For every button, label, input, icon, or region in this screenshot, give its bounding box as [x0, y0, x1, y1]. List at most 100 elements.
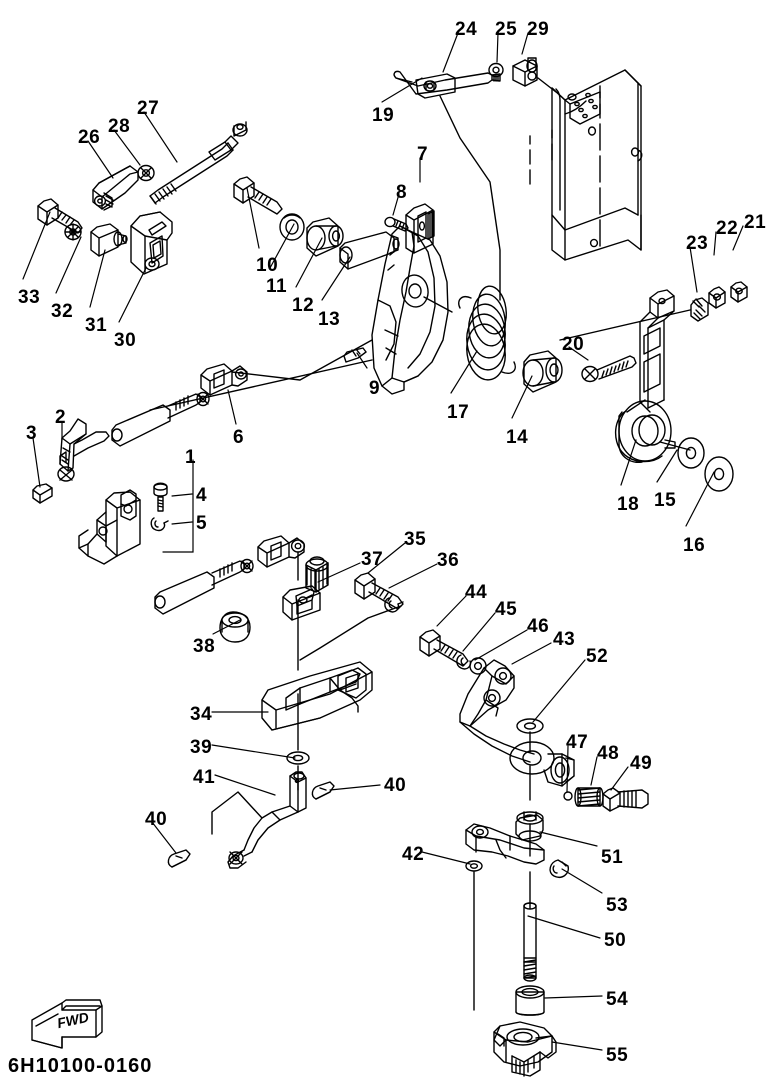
- part-6-rod-end-lower: [257, 535, 306, 568]
- callout-number-10: 10: [256, 255, 279, 276]
- callout-number-15: 15: [654, 490, 677, 511]
- callout-leader-13: [321, 256, 351, 301]
- part-30-bracket: [130, 211, 173, 275]
- callout-number-47: 47: [566, 732, 589, 753]
- callout-leader-50: [527, 915, 601, 939]
- part-34-lever-arm: [261, 661, 373, 731]
- callout-leader-28: [113, 129, 141, 166]
- part-25-nut: [488, 62, 504, 78]
- part-5-clip: [150, 517, 169, 532]
- part-21-collar: [730, 281, 748, 303]
- callout-leader-20: [568, 346, 589, 361]
- callout-number-51: 51: [601, 847, 624, 868]
- callout-leader-55: [551, 1041, 603, 1051]
- part-38-grommet: [219, 611, 251, 643]
- part-29-connector: [512, 57, 538, 87]
- callout-number-32: 32: [51, 301, 74, 322]
- callout-leader-39: [211, 744, 296, 759]
- part-1-main-bracket: [78, 489, 141, 565]
- callout-number-19: 19: [372, 105, 395, 126]
- callout-number-27: 27: [137, 98, 160, 119]
- part-48-spring: [574, 787, 604, 807]
- callout-number-17: 17: [447, 402, 470, 423]
- callout-number-8: 8: [396, 182, 408, 203]
- callout-leader-54: [544, 995, 603, 999]
- part-13-spacer-pin: [339, 231, 400, 270]
- callout-number-34: 34: [190, 704, 213, 725]
- callout-leader-9: [356, 352, 368, 369]
- callout-leader-51: [539, 831, 598, 847]
- callout-leader-48: [590, 756, 598, 786]
- callout-number-29: 29: [527, 19, 550, 40]
- callout-leader-40b: [151, 821, 177, 854]
- callout-number-40b: 40: [145, 809, 168, 830]
- callout-leader-29: [521, 32, 529, 55]
- callout-leader-15: [656, 449, 678, 483]
- callout-number-52: 52: [586, 646, 609, 667]
- part-31-collar: [90, 223, 128, 257]
- callout-number-54: 54: [606, 989, 629, 1010]
- part-20-screw: [581, 355, 637, 383]
- callout-number-12: 12: [292, 295, 315, 316]
- part-18-cam-plate: [615, 289, 676, 463]
- part-17-throttle-cam-body: [371, 203, 449, 395]
- callout-leader-33: [22, 211, 51, 280]
- part-32-washer: [64, 223, 82, 241]
- callout-leader-17: [450, 350, 478, 394]
- part-43-bell-crank: [459, 659, 575, 787]
- callout-number-5: 5: [196, 513, 208, 534]
- callout-number-42: 42: [402, 844, 425, 865]
- part-4-screw: [153, 482, 168, 512]
- part-11-washer: [279, 213, 305, 241]
- callout-number-4: 4: [196, 485, 208, 506]
- part-55-shift-connector: [493, 1021, 557, 1077]
- callout-number-45: 45: [495, 599, 518, 620]
- callout-number-11: 11: [266, 276, 288, 297]
- callout-number-22: 22: [716, 218, 739, 239]
- callout-leader-1: [162, 459, 194, 553]
- control-housing-cover: [551, 69, 643, 261]
- callout-leader-26: [87, 140, 114, 179]
- callout-number-6: 6: [233, 427, 245, 448]
- callout-number-30: 30: [114, 330, 137, 351]
- callout-number-48: 48: [597, 743, 620, 764]
- part-12-bushing: [306, 217, 344, 257]
- callout-leader-18: [620, 439, 637, 486]
- callout-leader-11: [269, 223, 295, 269]
- callout-number-3: 3: [26, 423, 38, 444]
- callout-leader-27: [143, 111, 178, 163]
- callout-leader-22: [713, 231, 717, 256]
- callout-number-1: 1: [185, 447, 197, 468]
- callout-number-16: 16: [683, 535, 706, 556]
- callout-leader-42: [421, 851, 471, 865]
- callout-number-43: 43: [553, 629, 576, 650]
- callout-number-24: 24: [455, 19, 478, 40]
- callout-leader-43: [511, 642, 552, 665]
- part-52-washer: [516, 718, 544, 734]
- part-53-lower-bracket: [465, 823, 545, 865]
- part-10-bolt: [233, 176, 283, 215]
- part-42-washer: [465, 860, 483, 872]
- part-6-rod-end-upper: [200, 363, 248, 396]
- callout-leader-52: [532, 659, 586, 723]
- callout-leader-36: [388, 563, 438, 589]
- callout-number-9: 9: [369, 378, 381, 399]
- callout-number-38: 38: [193, 636, 216, 657]
- callout-number-20: 20: [562, 334, 585, 355]
- callout-number-23: 23: [686, 233, 709, 254]
- callout-number-13: 13: [318, 309, 341, 330]
- part-47-ball: [563, 791, 573, 801]
- part-2-cable-bracket: [57, 418, 110, 482]
- callout-leader-30: [118, 267, 147, 323]
- callout-number-28: 28: [108, 116, 131, 137]
- callout-number-55: 55: [606, 1045, 629, 1066]
- callout-leader-12: [295, 237, 323, 288]
- part-26-link-arm: [92, 165, 139, 211]
- part-40-clip-left: [167, 849, 191, 868]
- callout-number-37: 37: [361, 549, 384, 570]
- part-16-washer: [704, 456, 734, 492]
- part-35-bolt: [354, 572, 404, 610]
- callout-leader-41: [214, 774, 276, 796]
- part-46-washer: [469, 657, 487, 675]
